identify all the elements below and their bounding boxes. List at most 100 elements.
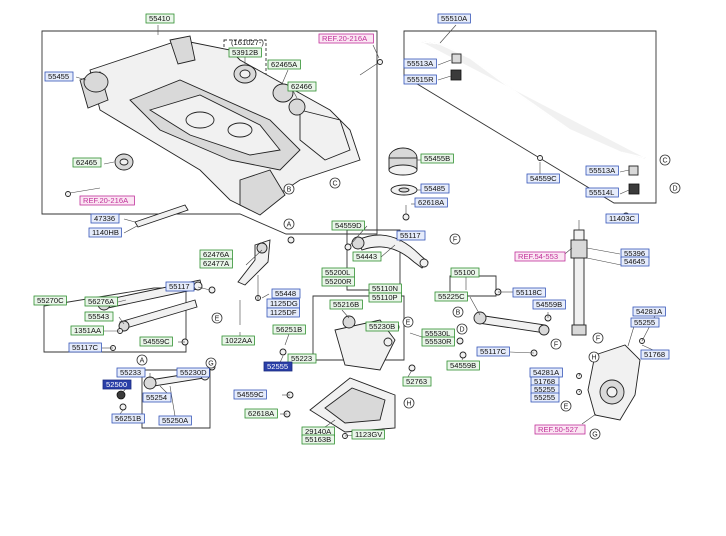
part-label-161027[interactable]: (161027-): [231, 38, 264, 47]
part-label-ref50527[interactable]: REF.50-527: [534, 424, 586, 435]
part-label-1125dg[interactable]: 1125DG: [266, 298, 300, 309]
part-label-52763[interactable]: 52763: [402, 376, 432, 387]
part-number-text: 54559B: [450, 361, 476, 370]
part-label-55216b[interactable]: 55216B: [329, 299, 363, 310]
part-number-text: 55254: [146, 393, 167, 402]
part-label-box: [70, 325, 104, 336]
part-label-55163b[interactable]: 55163B: [301, 434, 335, 445]
part-label-55200r[interactable]: 55200R: [321, 276, 355, 287]
part-label-55117_b[interactable]: 55117: [396, 230, 426, 241]
part-label-53912b[interactable]: 53912B: [228, 47, 262, 58]
callout-letter: F: [554, 341, 558, 348]
part-label-55250a[interactable]: 55250A: [158, 415, 192, 426]
part-label-47336[interactable]: 47336: [90, 213, 120, 224]
part-label-55455b[interactable]: 55455B: [420, 153, 454, 164]
part-label-54559b[interactable]: 54559B: [532, 299, 566, 310]
part-label-box: [272, 324, 306, 335]
part-number-text: 55530L: [425, 329, 450, 338]
part-label-ref20216a_top[interactable]: REF.20-216A: [318, 33, 374, 44]
part-label-54559c_b[interactable]: 54559C: [233, 389, 267, 400]
part-label-55513a_r[interactable]: 55513A: [585, 165, 619, 176]
part-label-1022aa[interactable]: 1022AA: [221, 335, 255, 346]
callout-b_b: B: [452, 306, 464, 318]
part-label-54559c_m[interactable]: 54559C: [139, 336, 173, 347]
part-label-55270c[interactable]: 55270C: [33, 295, 67, 306]
part-label-56276a[interactable]: 56276A: [84, 296, 118, 307]
part-label-51768_r[interactable]: 51768: [640, 349, 670, 360]
callout-circle: [205, 357, 217, 369]
part-label-56251b_b[interactable]: 56251B: [111, 413, 145, 424]
part-label-box: [512, 287, 546, 298]
part-number-text: 55110P: [372, 293, 398, 302]
part-label-55110p[interactable]: 55110P: [368, 292, 402, 303]
part-number-text: 56276A: [88, 297, 115, 306]
part-label-62618a_b[interactable]: 62618A: [244, 408, 278, 419]
part-label-box: [318, 33, 374, 44]
part-label-1125df[interactable]: 1125DF: [266, 307, 300, 318]
part-label-55510a[interactable]: 55510A: [437, 13, 471, 24]
part-number-text: 55163B: [305, 435, 331, 444]
part-label-52555[interactable]: 52555: [263, 361, 293, 372]
part-label-1123gv[interactable]: 1123GV: [351, 429, 385, 440]
part-number-text: 52763: [406, 377, 427, 386]
part-label-54559d[interactable]: 54559D: [331, 220, 365, 231]
callout-d_b: D: [456, 323, 468, 335]
part-label-55117c_b[interactable]: 55117C: [476, 346, 510, 357]
arm-55100: [473, 311, 550, 336]
part-label-box: [84, 311, 114, 322]
part-number-text: 54559C: [530, 174, 557, 183]
part-label-55223[interactable]: 55223: [287, 353, 317, 364]
part-label-55200l[interactable]: 55200L: [321, 267, 355, 278]
part-label-ref54553[interactable]: REF.54-553: [514, 251, 566, 262]
part-label-62477a[interactable]: 62477A: [199, 258, 233, 269]
part-label-55255_c[interactable]: 55255: [530, 392, 560, 403]
part-number-text: 55255: [534, 393, 555, 402]
part-label-55233[interactable]: 55233: [116, 367, 146, 378]
part-label-62465[interactable]: 62465: [72, 157, 102, 168]
part-label-62466[interactable]: 62466: [287, 81, 317, 92]
part-label-box: [102, 379, 132, 390]
part-label-54281a_b[interactable]: 54281A: [529, 367, 563, 378]
part-label-1351aa[interactable]: 1351AA: [70, 325, 104, 336]
part-label-54645[interactable]: 54645: [620, 256, 650, 267]
part-label-55455[interactable]: 55455: [44, 71, 74, 82]
part-label-1140hb[interactable]: 1140HB: [88, 227, 122, 238]
part-label-55530r[interactable]: 55530R: [421, 336, 455, 347]
part-label-55485[interactable]: 55485: [420, 183, 450, 194]
part-label-55543[interactable]: 55543: [84, 311, 114, 322]
part-label-54559c_r[interactable]: 54559C: [526, 173, 560, 184]
part-label-box: [329, 299, 363, 310]
part-label-55110n[interactable]: 55110N: [368, 283, 402, 294]
part-label-55230b[interactable]: 55230B: [365, 321, 399, 332]
part-label-55448[interactable]: 55448: [271, 288, 301, 299]
part-number-text: 55410: [149, 14, 170, 23]
part-label-55230d[interactable]: 55230D: [176, 367, 210, 378]
part-label-55515r[interactable]: 55515R: [403, 74, 437, 85]
part-label-55117_a[interactable]: 55117: [165, 281, 195, 292]
part-label-ref20216a_left[interactable]: REF.20-216A: [79, 195, 135, 206]
part-label-11403c[interactable]: 11403C: [605, 213, 639, 224]
part-label-55254[interactable]: 55254: [142, 392, 172, 403]
part-label-55225c[interactable]: 55225C: [434, 291, 468, 302]
callout-d_a: D: [669, 182, 681, 194]
part-label-box: [221, 335, 255, 346]
part-label-62465a[interactable]: 62465A: [267, 59, 301, 70]
part-label-62476a[interactable]: 62476A: [199, 249, 233, 260]
part-label-55410[interactable]: 55410: [145, 13, 175, 24]
part-label-52500[interactable]: 52500: [102, 379, 132, 390]
part-label-54443[interactable]: 54443: [352, 251, 382, 262]
part-number-text: 55230D: [180, 368, 207, 377]
part-label-55513a_top[interactable]: 55513A: [403, 58, 437, 69]
part-label-62618a_top[interactable]: 62618A: [414, 197, 448, 208]
part-number-text: 54559B: [536, 300, 562, 309]
part-label-55255[interactable]: 55255: [630, 317, 660, 328]
part-label-56251b_a[interactable]: 56251B: [272, 324, 306, 335]
part-label-55514l[interactable]: 55514L: [585, 187, 619, 198]
part-label-54281a_r[interactable]: 54281A: [632, 306, 666, 317]
part-label-55100[interactable]: 55100: [450, 267, 480, 278]
part-label-55117c_a[interactable]: 55117C: [68, 342, 102, 353]
part-label-54559b_b[interactable]: 54559B: [446, 360, 480, 371]
washer-55485: [390, 184, 418, 196]
part-label-55118c[interactable]: 55118C: [512, 287, 546, 298]
